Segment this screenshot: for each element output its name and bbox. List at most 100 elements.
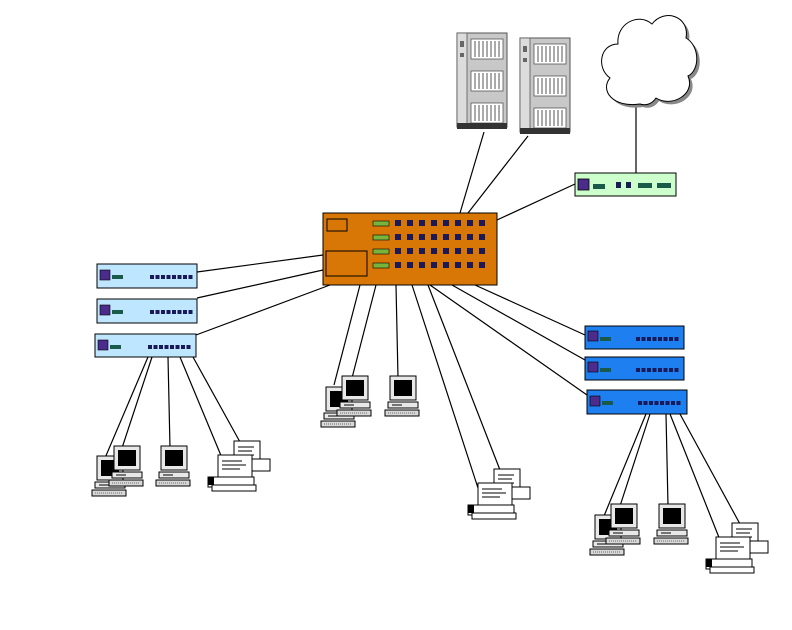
core-port	[455, 220, 461, 226]
core-port	[467, 248, 473, 254]
core-port	[419, 248, 425, 254]
hub-port	[165, 345, 169, 349]
core-port	[407, 220, 413, 226]
link-core-server-1	[460, 132, 484, 213]
core-status-led	[373, 221, 389, 226]
link-core-right-hub-3	[430, 285, 587, 395]
left-hub-1-icon[interactable]	[97, 264, 197, 288]
hub-port	[148, 345, 152, 349]
left-printer-icon[interactable]	[208, 441, 270, 491]
left-workstation-2-icon[interactable]	[109, 446, 143, 486]
center-printer-icon[interactable]	[468, 469, 530, 519]
link-lhub-ws-2	[122, 357, 152, 448]
link-core-right-hub-2	[452, 285, 585, 360]
hub-port	[666, 401, 670, 405]
core-port	[479, 248, 485, 254]
hub-port	[671, 401, 675, 405]
router-icon[interactable]	[575, 173, 676, 196]
hub-port	[653, 337, 657, 341]
hub-port	[658, 368, 662, 372]
right-workstation-2-icon[interactable]	[606, 504, 640, 544]
core-port	[479, 262, 485, 268]
right-hub-2-icon[interactable]	[585, 357, 684, 380]
hub-port	[636, 368, 640, 372]
link-core-center-ws-3	[396, 285, 398, 378]
link-core-center-ws-2	[352, 285, 376, 378]
hub-port	[660, 401, 664, 405]
core-port	[395, 220, 401, 226]
right-hub-3-icon[interactable]	[587, 390, 687, 414]
hub-port	[658, 337, 662, 341]
hub-port	[653, 368, 657, 372]
core-port	[443, 248, 449, 254]
left-hub-3-icon[interactable]	[95, 334, 196, 357]
core-port	[443, 234, 449, 240]
link-rhub-ws-1	[604, 414, 646, 516]
link-rhub-printer-b	[680, 414, 740, 524]
hub-port	[181, 345, 185, 349]
link-core-left-hub-3	[196, 285, 330, 335]
link-lhub-ws-1	[105, 357, 148, 458]
core-port	[419, 234, 425, 240]
center-workstation-3-icon[interactable]	[385, 376, 419, 416]
hub-port	[669, 337, 673, 341]
link-core-router	[497, 184, 575, 220]
right-printer-icon[interactable]	[706, 523, 768, 573]
link-core-left-hub-1	[197, 255, 323, 272]
core-port	[455, 234, 461, 240]
hub-port	[647, 368, 651, 372]
left-workstation-3-icon[interactable]	[156, 446, 190, 486]
left-hub-2-icon[interactable]	[97, 299, 197, 323]
hub-port	[178, 310, 182, 314]
core-port	[407, 248, 413, 254]
core-port	[419, 220, 425, 226]
hub-port	[187, 345, 191, 349]
core-port	[455, 262, 461, 268]
hub-port	[178, 275, 182, 279]
hub-port	[677, 401, 681, 405]
hub-port	[638, 401, 642, 405]
server-2-icon[interactable]	[520, 38, 570, 134]
server-1-icon[interactable]	[457, 33, 507, 129]
hub-port	[664, 337, 668, 341]
hub-port	[154, 345, 158, 349]
hub-port	[172, 310, 176, 314]
wan-cloud-icon[interactable]	[602, 16, 700, 108]
hub-port	[167, 310, 171, 314]
hub-port	[161, 275, 165, 279]
hub-port	[189, 310, 193, 314]
right-workstation-3-icon[interactable]	[654, 504, 688, 544]
core-port	[443, 262, 449, 268]
hub-port	[664, 368, 668, 372]
hub-port	[183, 310, 187, 314]
core-port	[467, 234, 473, 240]
core-port	[407, 234, 413, 240]
hub-port	[675, 368, 679, 372]
hub-port	[644, 401, 648, 405]
hub-port	[170, 345, 174, 349]
link-core-center-ws-1	[334, 285, 360, 385]
hub-port	[642, 368, 646, 372]
core-port	[431, 262, 437, 268]
right-hub-1-icon[interactable]	[585, 326, 684, 349]
link-core-center-printer-b	[428, 285, 500, 470]
link-lhub-ws-3	[168, 357, 170, 448]
hub-port	[649, 401, 653, 405]
core-port	[395, 248, 401, 254]
core-switch-icon[interactable]	[323, 213, 497, 285]
core-port	[479, 220, 485, 226]
core-port	[467, 220, 473, 226]
core-port	[419, 262, 425, 268]
link-core-left-hub-2	[197, 270, 323, 298]
core-port	[395, 234, 401, 240]
core-status-led	[373, 263, 389, 268]
network-links	[105, 100, 740, 540]
hub-port	[176, 345, 180, 349]
core-status-led	[373, 235, 389, 240]
core-port	[431, 248, 437, 254]
core-port	[431, 234, 437, 240]
hub-port	[669, 368, 673, 372]
hub-port	[156, 275, 160, 279]
center-workstation-2-icon[interactable]	[337, 376, 371, 416]
hub-port	[159, 345, 163, 349]
